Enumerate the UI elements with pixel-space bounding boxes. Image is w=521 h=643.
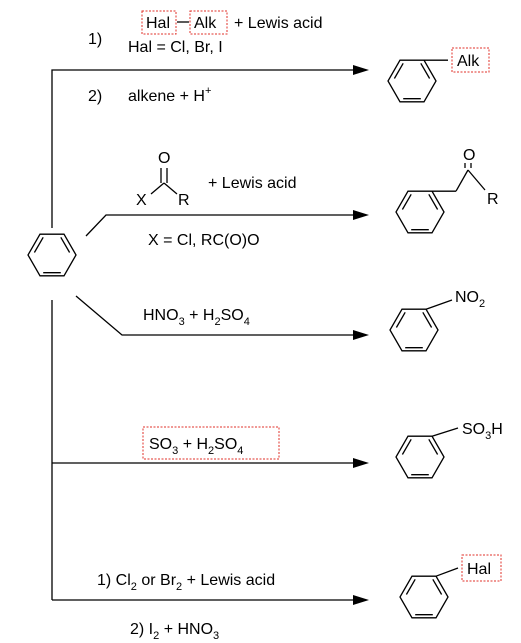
product-ketone-r: R (487, 191, 499, 208)
nitration-conditions: HNO3 + H2SO4 (143, 307, 250, 328)
arrowhead-acylation (353, 210, 369, 220)
alkylation-conditions: 1) Hal Alk + Lewis acid Hal = Cl, Br, I … (88, 10, 323, 105)
product-alkylbenzene: Alk (387, 47, 490, 103)
product-nitrobenzene: NO2 (389, 289, 485, 352)
reagent-lewis-acid: + Lewis acid (234, 15, 323, 32)
sulfonation-conditions: SO3 + H2SO4 (149, 436, 243, 457)
halogenation-conditions-line2: 2) I2 + HNO3 (130, 621, 219, 642)
reagent-alk: Alk (194, 15, 217, 32)
hal-highlight-box (141, 10, 177, 35)
arrowhead-sulfonation (353, 458, 369, 468)
hal-definition: Hal = Cl, Br, I (128, 39, 223, 56)
x-definition: X = Cl, RC(O)O (148, 232, 260, 249)
product-aryl-ketone: O R (395, 147, 499, 234)
connector-lines (51, 69, 355, 601)
halogenation-conditions-line1: 1) Cl2 or Br2 + Lewis acid (97, 572, 275, 593)
hal-product-highlight-box (461, 554, 502, 582)
arrowhead-nitration (353, 330, 369, 340)
product-benzenesulfonic-acid: SO3H (395, 421, 503, 479)
alk-highlight-box (189, 10, 228, 35)
product-ketone-oxygen: O (463, 147, 475, 164)
step2-number: 2) (88, 88, 102, 105)
acylation-conditions: O X R + Lewis acid X = Cl, RC(O)O (136, 150, 297, 249)
starting-benzene (27, 233, 77, 277)
arrowhead-halogenation (353, 595, 369, 605)
product-substituent-hal: Hal (467, 561, 491, 578)
product-halobenzene: Hal (399, 554, 502, 619)
reagent-hal: Hal (146, 15, 170, 32)
product-nitro-group: NO2 (455, 289, 485, 310)
acyl-reagent-oxygen: O (158, 150, 170, 167)
product-substituent-alk: Alk (457, 53, 480, 70)
alk-product-highlight-box (451, 47, 490, 73)
acyl-reagent-r: R (178, 192, 190, 209)
acyl-reagent-x: X (136, 192, 147, 209)
arrowhead-alkylation (353, 65, 369, 75)
sulfonation-highlight-box (142, 426, 280, 460)
step1-number: 1) (88, 31, 102, 48)
acyl-lewis-acid: + Lewis acid (208, 175, 297, 192)
product-sulfonic-group: SO3H (462, 421, 503, 442)
step2-reagent: alkene + H+ (128, 85, 211, 105)
